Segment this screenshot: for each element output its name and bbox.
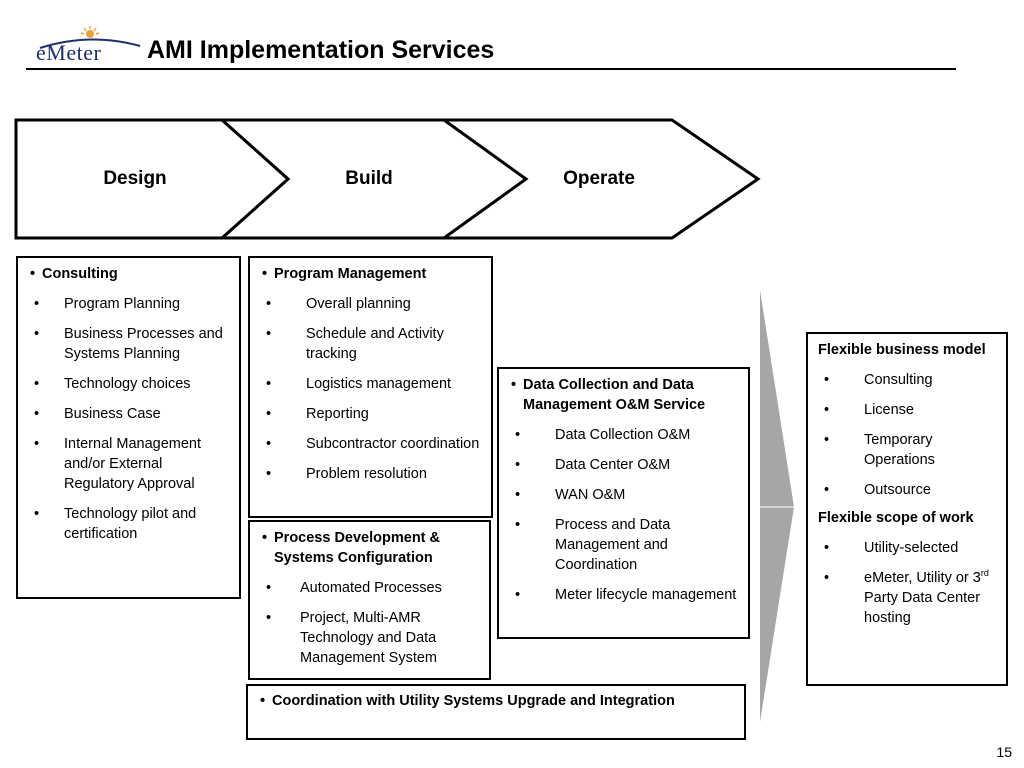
consulting-heading: Consulting <box>42 266 118 282</box>
list-item: Technology choices <box>28 374 231 394</box>
list-item: Subcontractor coordination <box>260 434 483 454</box>
chevron-design-shape <box>14 118 291 240</box>
process-development-box: Process Development & Systems Configurat… <box>248 520 491 680</box>
list-item: Coordination with Utility Systems Upgrad… <box>258 691 736 711</box>
list-item: Program Management Overall planning Sche… <box>260 264 483 484</box>
list-item: Temporary Operations <box>818 430 998 470</box>
list-item: Data Collection and Data Management O&M … <box>509 375 740 605</box>
ordinal-suffix: rd <box>980 568 989 579</box>
scope-item-text-cont: Party Data Center hosting <box>864 590 981 626</box>
list-item: Outsource <box>818 480 998 500</box>
emeter-logo: eMeter <box>34 26 146 66</box>
list-item: Overall planning <box>260 294 483 314</box>
list-item: Technology pilot and certification <box>28 504 231 544</box>
list-item: Automated Processes <box>260 578 481 598</box>
list-item: Consulting Program Planning Business Pro… <box>28 264 231 544</box>
list-item: Consulting <box>818 370 998 390</box>
phase-design-label: Design <box>103 168 167 189</box>
program-management-heading: Program Management <box>274 266 427 282</box>
list-item: Process and Data Management and Coordina… <box>509 515 740 575</box>
design-services-box: Consulting Program Planning Business Pro… <box>16 256 241 599</box>
list-item: Meter lifecycle management <box>509 585 740 605</box>
list-item: Logistics management <box>260 374 483 394</box>
phase-operate-label: Operate <box>563 168 635 189</box>
scope-item-text: eMeter, Utility or 3 <box>864 570 981 586</box>
list-item: Utility-selected <box>818 538 998 558</box>
list-item: eMeter, Utility or 3rd Party Data Center… <box>818 568 998 628</box>
logo-text: eMeter <box>36 40 102 65</box>
list-item: Data Center O&M <box>509 455 740 475</box>
list-item: Schedule and Activity tracking <box>260 324 483 364</box>
flexible-model-box: Flexible business model Consulting Licen… <box>806 332 1008 686</box>
phase-build-label: Build <box>345 168 393 189</box>
logo-sun-icon <box>39 26 141 49</box>
list-item: Internal Management and/or External Regu… <box>28 434 231 494</box>
page-number: 15 <box>996 744 1012 760</box>
operate-services-box: Data Collection and Data Management O&M … <box>497 367 750 639</box>
process-development-heading: Process Development & Systems Configurat… <box>274 530 441 566</box>
coordination-heading: Coordination with Utility Systems Upgrad… <box>272 693 675 709</box>
list-item: Project, Multi-AMR Technology and Data M… <box>260 608 481 668</box>
scope-heading: Flexible scope of work <box>818 510 974 526</box>
list-item: Problem resolution <box>260 464 483 484</box>
data-management-heading: Data Collection and Data Management O&M … <box>523 377 706 413</box>
business-model-heading: Flexible business model <box>818 342 986 358</box>
list-item: Data Collection O&M <box>509 425 740 445</box>
title-divider <box>26 68 956 70</box>
program-management-box: Program Management Overall planning Sche… <box>248 256 493 518</box>
coordination-box: Coordination with Utility Systems Upgrad… <box>246 684 746 740</box>
list-item: Program Planning <box>28 294 231 314</box>
page-title: AMI Implementation Services <box>147 36 495 64</box>
phase-chevrons <box>14 118 761 240</box>
list-item: Process Development & Systems Configurat… <box>260 528 481 668</box>
list-item: Reporting <box>260 404 483 424</box>
list-item: Business Processes and Systems Planning <box>28 324 231 364</box>
list-item: License <box>818 400 998 420</box>
list-item: Business Case <box>28 404 231 424</box>
list-item: WAN O&M <box>509 485 740 505</box>
